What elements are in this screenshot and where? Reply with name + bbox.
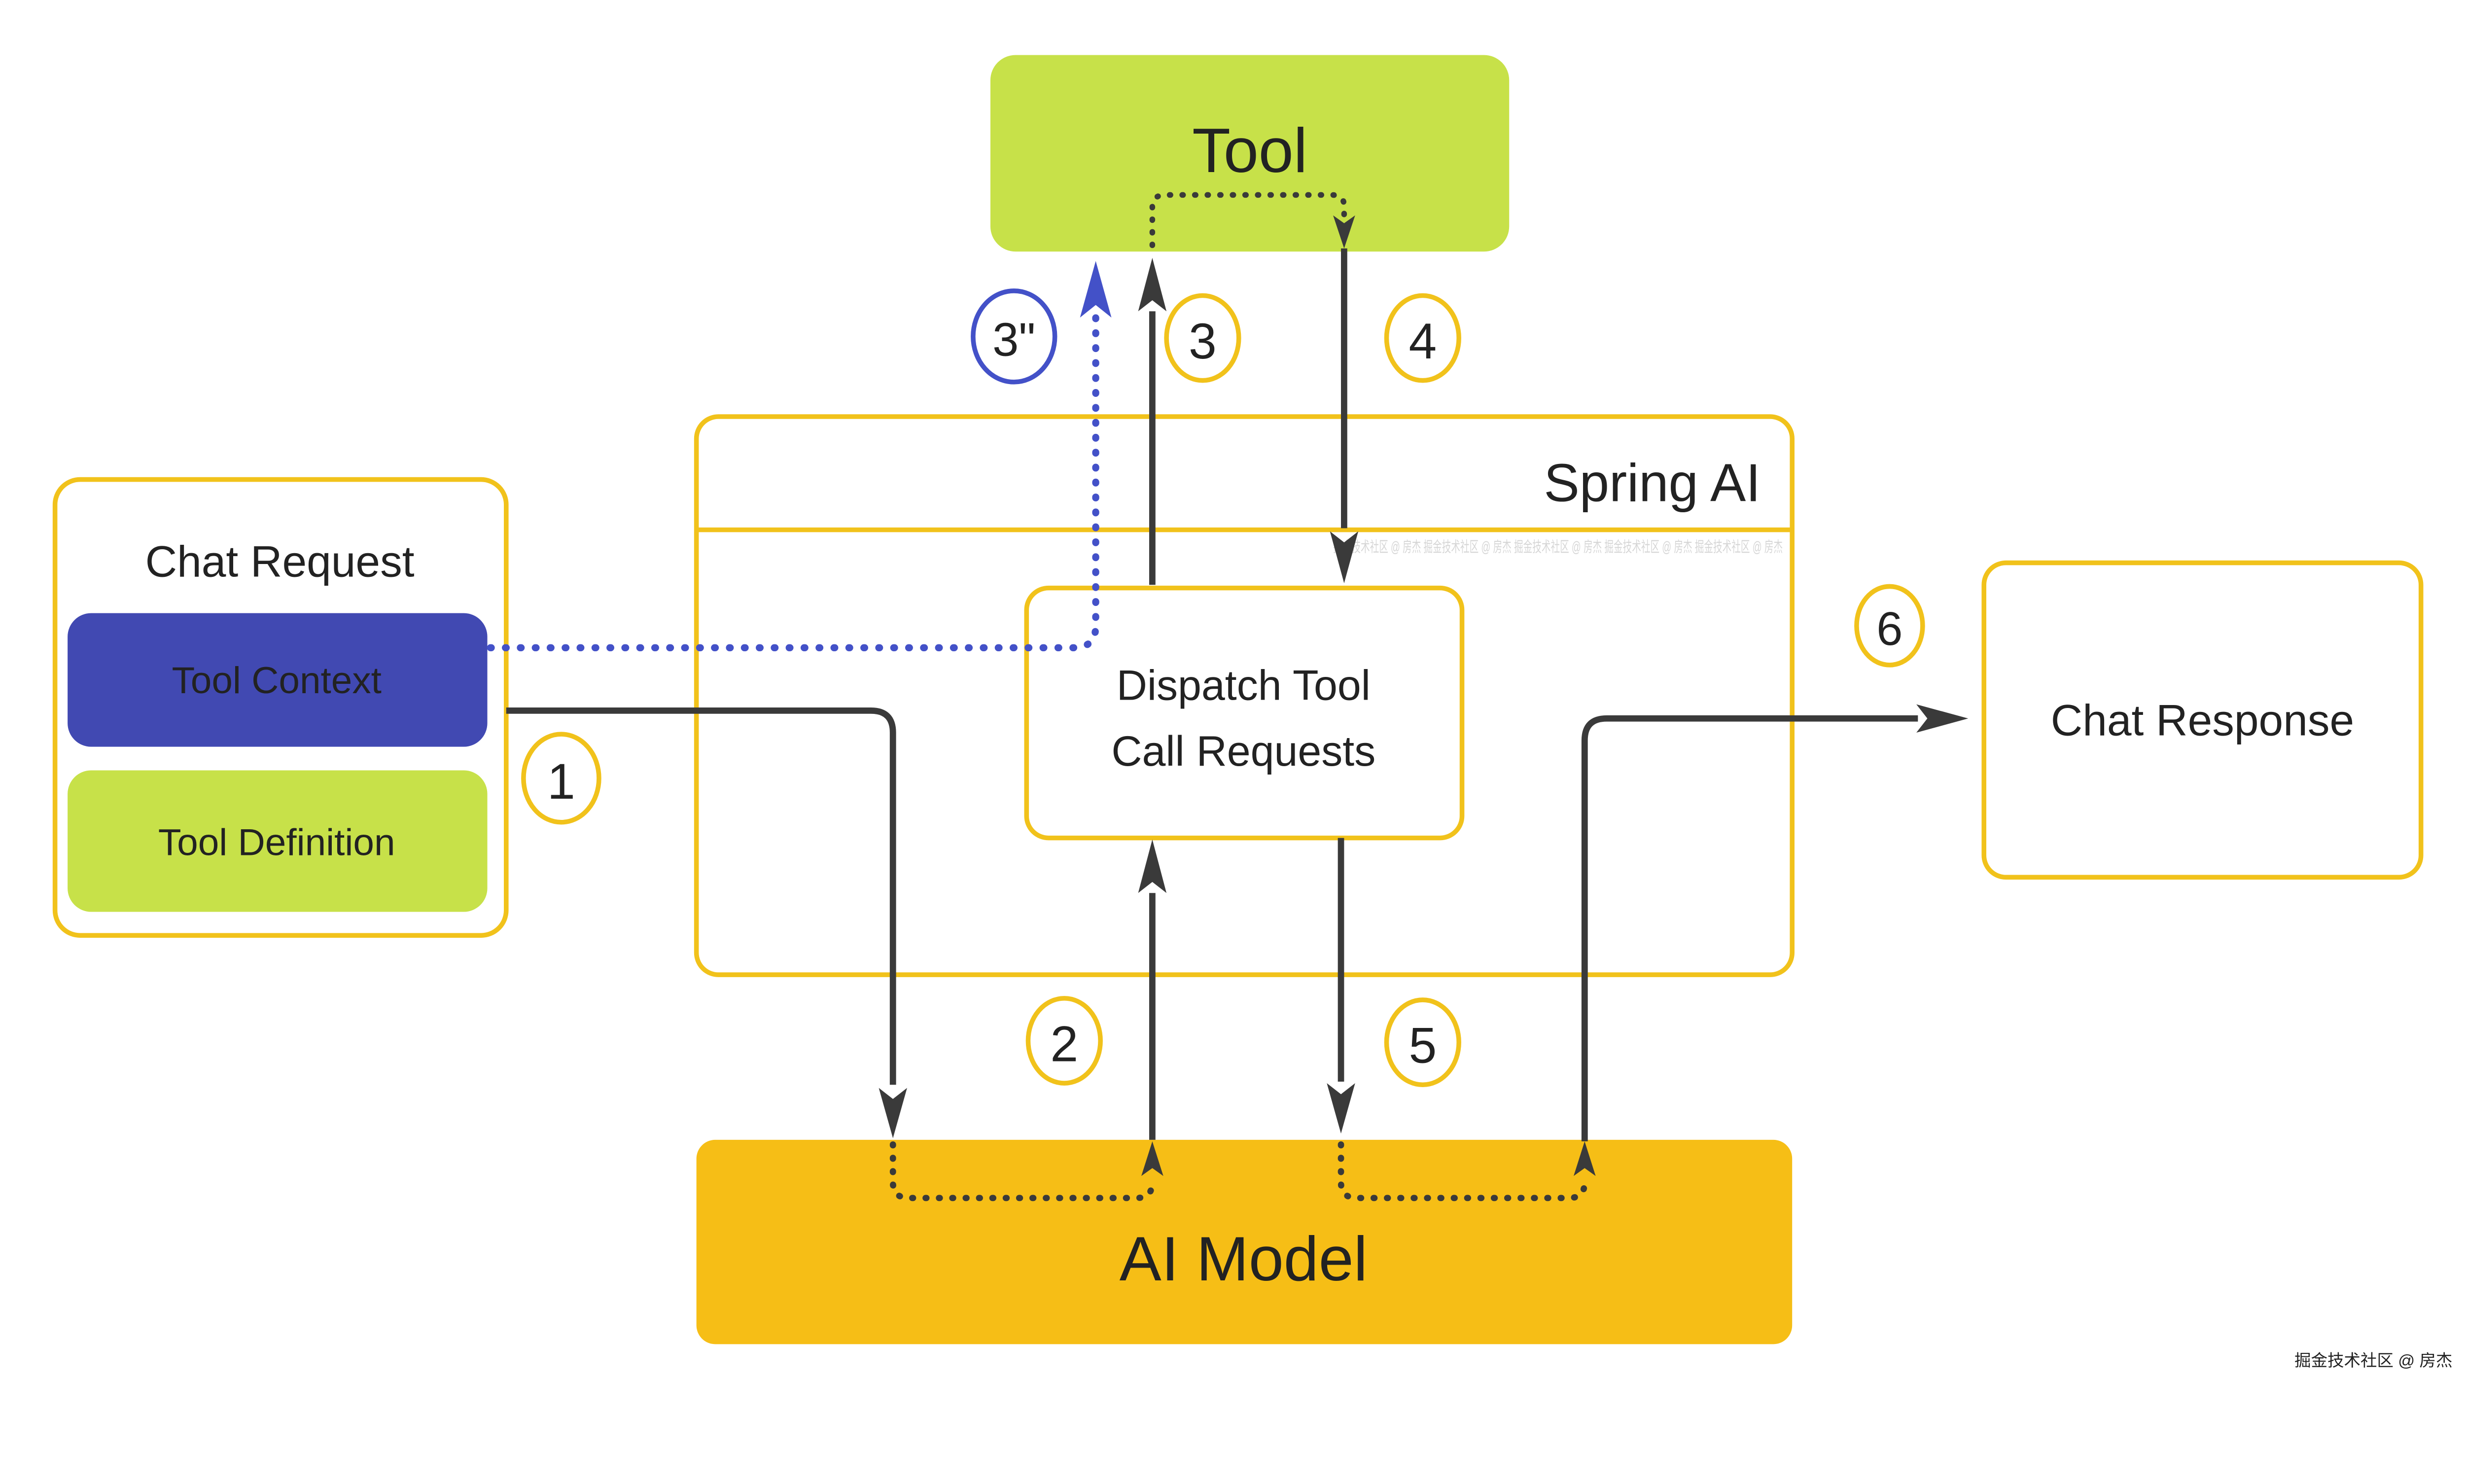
arrow-1-line	[506, 707, 896, 1085]
chat-request-node: Chat Request Tool Context Tool Definitio…	[52, 477, 509, 938]
step-1-circle	[521, 732, 601, 825]
arrow-3-head-up	[1138, 257, 1167, 312]
chat-response-box	[1981, 560, 2424, 880]
ai-model-internal-dotted-right	[1338, 1141, 1588, 1201]
step-6-badge: 6	[1854, 584, 1925, 668]
step-3quote-badge: 3"	[971, 288, 1057, 385]
spring-ai-tool-flow-diagram: Spring AI 掘金技术社区 @ 房杰 掘金技术社区 @ 房杰 掘金技术社区…	[52, 55, 2453, 1371]
step-3quote-circle	[971, 288, 1057, 385]
tool-definition-label: Tool Definition	[158, 822, 395, 864]
chat-response-label: Chat Response	[2051, 695, 2354, 744]
tool-label: Tool	[1192, 116, 1307, 186]
dispatch-label-line2: Call Requests	[1111, 728, 1375, 775]
tool-context-box	[68, 613, 488, 747]
arrow-2-head-up	[1138, 839, 1167, 893]
dispatch-label-line1: Dispatch Tool	[1117, 662, 1371, 709]
arrow-4-start-head	[1333, 215, 1355, 248]
watermark-strip: 掘金技术社区 @ 房杰 掘金技术社区 @ 房杰 掘金技术社区 @ 房杰 掘金技术…	[1333, 538, 1783, 555]
ai-model-node: AI Model	[696, 1139, 1793, 1344]
arrow-1-head-down	[879, 1088, 907, 1138]
ai-model-box	[696, 1139, 1793, 1344]
tool-box	[990, 55, 1510, 252]
step-5-label: 5	[1409, 1018, 1437, 1074]
step-3-badge: 3	[1164, 293, 1241, 383]
step-badges: 1 2 3 3" 4 5 6	[521, 288, 1925, 1088]
step-4-badge: 4	[1384, 293, 1461, 383]
step-1-badge: 1	[521, 732, 601, 825]
tool-context-connector	[487, 261, 1112, 651]
arrow-6-head-right	[1916, 704, 1969, 733]
chat-request-title: Chat Request	[145, 536, 415, 586]
step-6-circle	[1854, 584, 1925, 668]
step-2-badge: 2	[1025, 996, 1103, 1086]
blue-arrow-head-up	[1080, 261, 1112, 318]
ai-model-internal-dotted-left	[889, 1141, 1156, 1201]
step-6-label: 6	[1876, 602, 1902, 655]
step-2-label: 2	[1050, 1016, 1078, 1072]
step-5-circle	[1384, 997, 1461, 1088]
chat-response-node: Chat Response	[1981, 560, 2424, 880]
step-3-circle	[1164, 293, 1241, 383]
tool-node: Tool	[990, 55, 1510, 252]
watermark-corner: 掘金技术社区 @ 房杰	[2294, 1352, 2452, 1370]
arrow-2-entry-head	[1141, 1141, 1163, 1176]
arrow-5-head-down	[1327, 1083, 1355, 1134]
step-2-circle	[1025, 996, 1103, 1086]
tool-internal-dotted-link	[1149, 192, 1347, 248]
tool-definition-box	[68, 770, 488, 912]
arrow-6-entry-head	[1573, 1141, 1596, 1176]
dispatch-node: Dispatch Tool Call Requests	[1024, 585, 1465, 841]
arrow-6-line	[1581, 715, 1918, 1142]
tool-context-label: Tool Context	[172, 660, 382, 702]
diagram-canvas: Spring AI 掘金技术社区 @ 房杰 掘金技术社区 @ 房杰 掘金技术社区…	[52, 55, 2453, 1371]
spring-ai-title: Spring AI	[1544, 453, 1761, 512]
step-5-badge: 5	[1384, 997, 1461, 1088]
dispatch-box	[1024, 585, 1465, 841]
step-4-circle	[1384, 293, 1461, 383]
connectors	[506, 192, 1969, 1201]
blue-dotted-line	[487, 311, 1099, 651]
step-3-label: 3	[1189, 313, 1217, 369]
step-3quote-label: 3"	[992, 313, 1035, 366]
step-1-label: 1	[547, 753, 575, 810]
arrow-4-head-down	[1330, 531, 1359, 584]
ai-model-label: AI Model	[1120, 1224, 1368, 1294]
step-4-label: 4	[1409, 313, 1437, 369]
